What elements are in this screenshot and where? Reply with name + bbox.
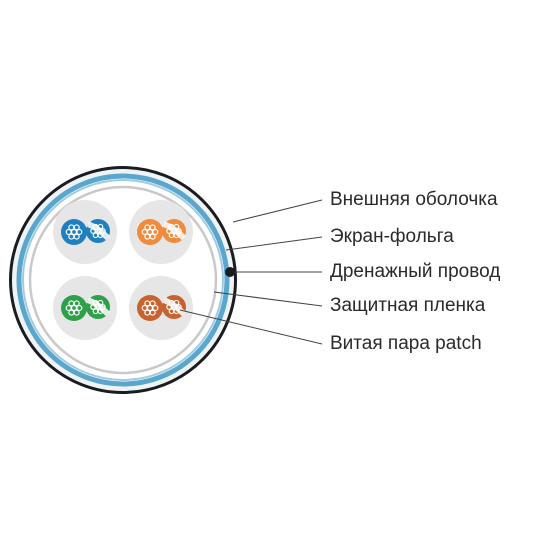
white-stripe	[86, 221, 111, 241]
white-stripe	[162, 221, 187, 241]
protective-film-ring	[28, 185, 218, 375]
twisted-pair-blue	[53, 200, 117, 264]
conductor-colored	[61, 295, 87, 321]
copper-strand	[76, 304, 83, 312]
label-outer-jacket: Внешняя оболочка	[330, 189, 498, 210]
conductor-colored	[61, 219, 87, 245]
twisted-pairs	[53, 200, 193, 340]
copper-strand	[152, 228, 159, 236]
conductor-colored-insulation	[137, 219, 163, 245]
conductor-colored	[137, 295, 163, 321]
conductor-colored	[137, 219, 163, 245]
leader-foil-shield	[225, 236, 323, 251]
twisted-pair-orange	[129, 200, 193, 264]
conductor-colored-insulation	[61, 295, 87, 321]
copper-strand	[144, 309, 151, 316]
label-drain-wire: Дренажный провод	[330, 261, 501, 282]
copper-strand	[168, 232, 175, 239]
leader-outer-jacket	[232, 199, 323, 223]
outer-jacket-body	[12, 169, 234, 391]
conductor-colored-insulation	[137, 295, 163, 321]
leader-twisted-pair	[179, 309, 323, 345]
foil-shield-ring	[16, 173, 230, 387]
copper-strand	[92, 308, 99, 315]
white-stripe	[86, 297, 111, 317]
twisted-pair-brown	[129, 276, 193, 340]
drain-wire-dot	[225, 267, 235, 277]
leader-protective-film	[213, 291, 323, 307]
copper-strand	[141, 304, 148, 312]
foil-shield-inner	[22, 179, 224, 381]
copper-strand	[152, 304, 159, 312]
copper-strand	[65, 228, 72, 236]
copper-strand	[92, 232, 99, 239]
label-protective-film: Защитная пленка	[330, 295, 486, 316]
copper-strand	[65, 304, 72, 312]
copper-strand	[141, 228, 148, 236]
copper-strand	[149, 224, 156, 231]
label-foil-shield: Экран-фольга	[330, 226, 454, 247]
copper-strand	[68, 233, 75, 240]
twisted-pair-green	[53, 276, 117, 340]
copper-strand	[149, 300, 156, 307]
copper-strand	[144, 233, 151, 240]
copper-strand	[76, 228, 83, 236]
copper-strand	[73, 224, 80, 231]
copper-strand	[68, 309, 75, 316]
white-stripe	[162, 297, 187, 317]
conductor-colored-insulation	[61, 219, 87, 245]
label-twisted-pair: Витая пара patch	[330, 333, 482, 354]
copper-strand	[168, 308, 175, 315]
leader-lines	[179, 199, 323, 345]
copper-strand	[73, 300, 80, 307]
